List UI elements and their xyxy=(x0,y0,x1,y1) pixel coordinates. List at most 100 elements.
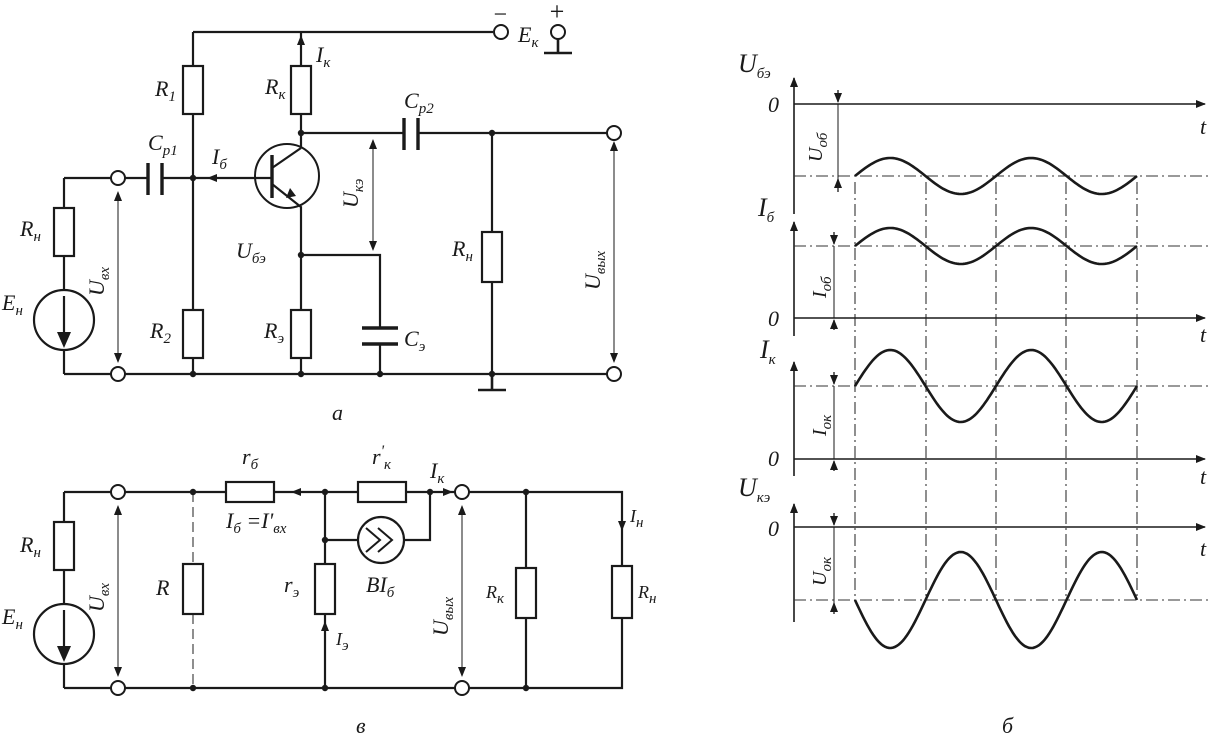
ek-minus-label: − xyxy=(492,2,508,28)
terminal-out-top xyxy=(606,125,622,141)
v-ib-eq-label: Iб =I'вх xyxy=(225,508,287,537)
v-uvyh-label: Uвых xyxy=(428,596,457,636)
resistor-rk xyxy=(289,64,313,116)
resistor-v-rk-load xyxy=(514,566,538,620)
ik-zero: 0 xyxy=(768,446,779,471)
terminal-v-out-bottom xyxy=(454,680,470,696)
ube-t-label: t xyxy=(1200,114,1207,139)
v-rk-label: r'к xyxy=(372,443,392,473)
node-collector xyxy=(297,129,305,137)
v-node-r-bottom xyxy=(189,684,197,692)
v-en-label: Eн xyxy=(1,604,23,633)
node-bottom-3 xyxy=(376,370,384,378)
ib-waveform xyxy=(854,226,1138,266)
plot-ube: Uбэ 0 t Uоб xyxy=(738,49,1210,214)
uke-waveform xyxy=(853,550,1139,650)
r2-label: R2 xyxy=(149,318,171,347)
capacitor-ce xyxy=(362,326,398,346)
resistor-rn-source xyxy=(52,206,76,258)
node-bottom-4 xyxy=(488,370,496,378)
caption-b: б xyxy=(1002,713,1014,738)
transistor-leads xyxy=(271,147,303,255)
emitter-arrow xyxy=(286,188,296,198)
v-current-source-arrows xyxy=(365,527,394,553)
ib-axis-label: Iб xyxy=(757,193,775,226)
wire-loop xyxy=(64,490,624,690)
plot-uke: Uкэ 0 t Uок xyxy=(738,473,1210,650)
capacitor-cp2 xyxy=(402,118,420,150)
uke-zero: 0 xyxy=(768,516,779,541)
rn-load-label: Rн xyxy=(451,236,473,265)
v-uvh-label: Uвх xyxy=(84,583,113,612)
node-load-top xyxy=(488,129,496,137)
node-bottom-2 xyxy=(297,370,305,378)
v-ik-label: Iк xyxy=(429,458,445,487)
ek-plus-label: + xyxy=(548,0,566,26)
ib-label: Iб xyxy=(211,144,227,173)
resistor-v-re xyxy=(313,562,337,616)
uvh-label: Uвх xyxy=(84,267,113,296)
ek-label: Eк xyxy=(517,22,539,51)
resistor-v-rk xyxy=(356,480,408,504)
time-guides xyxy=(854,182,1138,600)
terminal-v-in-bottom xyxy=(110,680,126,696)
v-node-rk-bottom xyxy=(522,684,530,692)
ik-waveform xyxy=(853,348,1139,424)
resistor-re xyxy=(289,308,313,360)
uke-axis-label: Uкэ xyxy=(738,473,771,506)
plot-ik: Iк 0 t Iок xyxy=(759,335,1210,489)
uke-t-label: t xyxy=(1200,536,1207,561)
terminal-v-in-top xyxy=(110,484,126,500)
resistor-r1 xyxy=(181,64,205,116)
terminal-out-bottom xyxy=(606,366,622,382)
v-in-label: Iн xyxy=(629,506,643,531)
resistor-v-rn-load xyxy=(610,564,634,620)
ube-label: Uбэ xyxy=(236,238,266,267)
ik-axis-label: Iк xyxy=(759,335,777,368)
cp2-label: Cp2 xyxy=(404,88,434,117)
ik-t-label: t xyxy=(1200,464,1207,489)
ube-axis-label: Uбэ xyxy=(738,49,771,82)
v-node-rk-top xyxy=(522,488,530,496)
caption-v: в xyxy=(356,713,366,738)
v-rn-source-label: Rн xyxy=(19,532,41,561)
re-label: Rэ xyxy=(263,318,284,347)
rn-source-label: Rн xyxy=(19,216,41,245)
iob-label: Iоб xyxy=(809,276,835,299)
source-en-arrow-head xyxy=(57,332,71,348)
v-node-bottom-mid xyxy=(321,684,329,692)
ce-label: Cэ xyxy=(404,326,426,355)
cp1-label: Cp1 xyxy=(148,130,178,159)
ib-t-label: t xyxy=(1200,322,1207,347)
terminal-ek-plus xyxy=(550,24,566,40)
resistor-v-rn-source xyxy=(52,520,76,572)
v-ie-label: Iэ xyxy=(335,629,349,654)
resistor-v-rb xyxy=(224,480,276,504)
ik-label: Iк xyxy=(315,42,331,71)
v-node-cs xyxy=(321,536,329,544)
timing-plots: Uбэ 0 t Uоб Iб 0 t Iоб xyxy=(738,49,1210,738)
caption-a: а xyxy=(332,400,343,425)
r1-label: R1 xyxy=(154,76,176,105)
v-node-r-top xyxy=(189,488,197,496)
capacitor-cp1 xyxy=(146,163,164,195)
uvyh-label: Uвых xyxy=(580,250,609,290)
v-rk-load-label: Rк xyxy=(485,582,505,607)
ube-waveform xyxy=(854,156,1138,196)
plot-ib: Iб 0 t Iоб xyxy=(757,193,1210,347)
resistor-rn-load xyxy=(480,230,504,284)
rk-label: Rк xyxy=(264,74,286,103)
terminal-v-out-top xyxy=(454,484,470,500)
ib-zero: 0 xyxy=(768,306,779,331)
v-bib-label: BIб xyxy=(366,572,395,601)
terminal-ek xyxy=(493,24,509,40)
circuit-v: Rн Eн Uвх R rб Iб =I'вх r'к Iк BIб rэ xyxy=(1,443,656,738)
en-label: Eн xyxy=(1,290,23,319)
v-rn-load-label: Rн xyxy=(637,582,656,607)
node-bottom-1 xyxy=(189,370,197,378)
resistor-v-r xyxy=(181,562,205,616)
terminal-in-top xyxy=(110,170,126,186)
node-base xyxy=(189,174,197,182)
